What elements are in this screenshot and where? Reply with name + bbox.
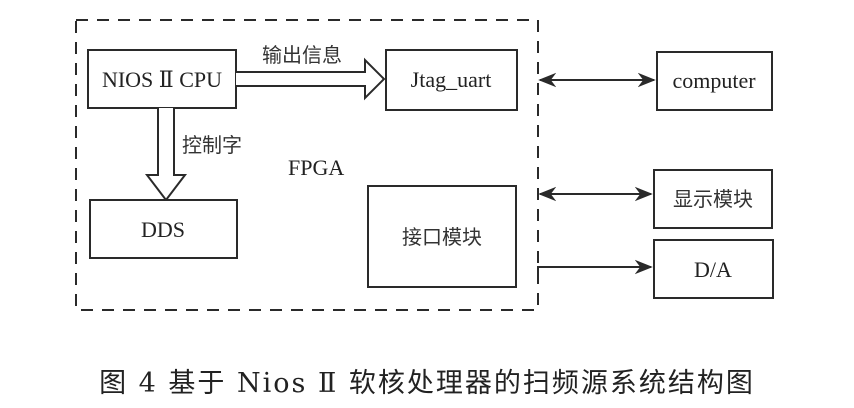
dds-block[interactable]: DDS [89, 199, 238, 259]
interface-module-block[interactable]: 接口模块 [367, 185, 517, 288]
cpu-block[interactable]: NIOS Ⅱ CPU [87, 49, 237, 109]
display-module-label: 显示模块 [673, 187, 753, 211]
da-label: D/A [694, 257, 732, 282]
figure-caption: 图 4 基于 Nios Ⅱ 软核处理器的扫频源系统结构图 [99, 368, 755, 399]
computer-block[interactable]: computer [656, 51, 773, 111]
control-word-label: 控制字 [182, 133, 242, 157]
interface-da-link [537, 259, 653, 276]
computer-label: computer [672, 68, 756, 93]
jtag-uart-label: Jtag_uart [411, 67, 492, 92]
cpu-block-label: NIOS Ⅱ CPU [102, 67, 222, 92]
jtag-uart-block[interactable]: Jtag_uart [385, 49, 518, 111]
fpga-label: FPGA [288, 155, 344, 180]
output-info-arrow [236, 57, 386, 101]
fpga-container [75, 19, 539, 311]
control-word-arrow [144, 108, 188, 202]
output-info-label: 输出信息 [262, 43, 342, 67]
display-module-block[interactable]: 显示模块 [653, 169, 773, 229]
da-block[interactable]: D/A [653, 239, 774, 299]
interface-module-label: 接口模块 [402, 225, 482, 249]
dds-label: DDS [141, 217, 185, 242]
